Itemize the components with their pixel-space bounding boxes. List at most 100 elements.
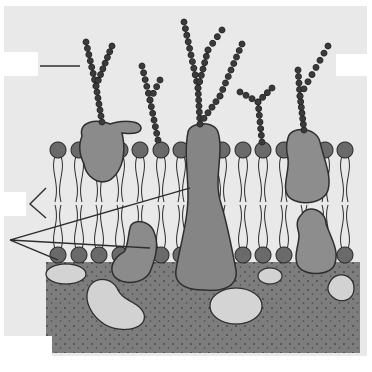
- sugar-bead: [184, 32, 190, 38]
- sugar-bead: [195, 85, 201, 91]
- sugar-bead: [201, 115, 207, 121]
- sugar-bead: [89, 64, 95, 70]
- vesicle: [328, 275, 354, 301]
- sugar-bead: [210, 40, 216, 46]
- sugar-bead: [301, 127, 307, 133]
- sugar-bead: [196, 97, 202, 103]
- sugar-bead: [301, 86, 307, 92]
- sugar-bead: [225, 73, 231, 79]
- sugar-bead: [202, 60, 208, 66]
- sugar-bead: [257, 119, 263, 125]
- sugar-bead: [90, 70, 96, 76]
- phospholipid-head: [337, 247, 353, 263]
- sugar-bead: [152, 124, 158, 130]
- phospholipid-head: [276, 247, 292, 263]
- sugar-bead: [95, 77, 101, 83]
- sugar-bead: [95, 95, 101, 101]
- sugar-bead: [295, 67, 301, 73]
- sugar-bead: [104, 54, 110, 60]
- sugar-bead: [239, 41, 245, 47]
- label-box: [336, 54, 372, 76]
- sugar-bead: [259, 139, 265, 145]
- sugar-bead: [255, 99, 261, 105]
- sugar-bead: [305, 79, 311, 85]
- sugar-bead: [297, 93, 303, 99]
- sugar-bead: [260, 94, 266, 100]
- phospholipid-head: [255, 247, 271, 263]
- phospholipid-head: [71, 247, 87, 263]
- sugar-bead: [150, 90, 156, 96]
- sugar-bead: [214, 34, 220, 40]
- label-box: [0, 192, 26, 216]
- vesicle: [46, 264, 86, 284]
- sugar-bead: [96, 101, 102, 107]
- sugar-bead: [97, 107, 103, 113]
- phospholipid-head: [50, 247, 66, 263]
- sugar-bead: [196, 103, 202, 109]
- phospholipid-head: [50, 142, 66, 158]
- sugar-bead: [189, 59, 195, 65]
- sugar-bead: [220, 86, 226, 92]
- sugar-bead: [139, 63, 145, 69]
- sugar-bead: [298, 99, 304, 105]
- sugar-bead: [142, 77, 148, 83]
- sugar-bead: [148, 104, 154, 110]
- phospholipid-head: [132, 142, 148, 158]
- sugar-bead: [182, 26, 188, 32]
- sugar-bead: [296, 80, 302, 86]
- sugar-bead: [151, 117, 157, 123]
- sugar-bead: [102, 60, 108, 66]
- sugar-bead: [97, 71, 103, 77]
- sugar-bead: [256, 112, 262, 118]
- sugar-bead: [203, 53, 209, 59]
- phospholipid-head: [91, 247, 107, 263]
- sugar-bead: [249, 96, 255, 102]
- sugar-bead: [222, 80, 228, 86]
- sugar-bead: [195, 91, 201, 97]
- sugar-bead: [154, 84, 160, 90]
- sugar-bead: [237, 89, 243, 95]
- sugar-bead: [325, 43, 331, 49]
- sugar-bead: [264, 90, 270, 96]
- sugar-bead: [298, 104, 304, 110]
- phospholipid-head: [235, 142, 251, 158]
- label-box: [0, 52, 38, 76]
- sugar-bead: [197, 121, 203, 127]
- sugar-bead: [191, 65, 197, 71]
- phospholipid-head: [153, 142, 169, 158]
- sugar-bead: [196, 109, 202, 115]
- sugar-bead: [299, 110, 305, 116]
- sugar-bead: [300, 121, 306, 127]
- label-box: [0, 336, 52, 358]
- sugar-bead: [98, 113, 104, 119]
- vesicle: [210, 288, 262, 324]
- sugar-bead: [150, 110, 156, 116]
- sugar-bead: [258, 132, 264, 138]
- sugar-bead: [155, 137, 161, 143]
- sugar-bead: [144, 83, 150, 89]
- sugar-bead: [147, 97, 153, 103]
- sugar-bead: [185, 39, 191, 45]
- sugar-bead: [181, 19, 187, 25]
- sugar-bead: [317, 57, 323, 63]
- sugar-bead: [217, 93, 223, 99]
- sugar-bead: [154, 130, 160, 136]
- phospholipid-head: [337, 142, 353, 158]
- sugar-bead: [200, 66, 206, 72]
- sugar-bead: [236, 47, 242, 53]
- sugar-bead: [93, 83, 99, 89]
- sugar-bead: [94, 89, 100, 95]
- sugar-bead: [197, 79, 203, 85]
- sugar-bead: [84, 45, 90, 51]
- sugar-bead: [295, 73, 301, 79]
- sugar-bead: [219, 27, 225, 33]
- sugar-bead: [243, 92, 249, 98]
- sugar-bead: [309, 71, 315, 77]
- sugar-bead: [300, 116, 306, 122]
- vesicle: [258, 268, 282, 284]
- sugar-bead: [205, 110, 211, 116]
- sugar-bead: [198, 72, 204, 78]
- sugar-bead: [233, 54, 239, 60]
- sugar-bead: [83, 39, 89, 45]
- sugar-bead: [192, 72, 198, 78]
